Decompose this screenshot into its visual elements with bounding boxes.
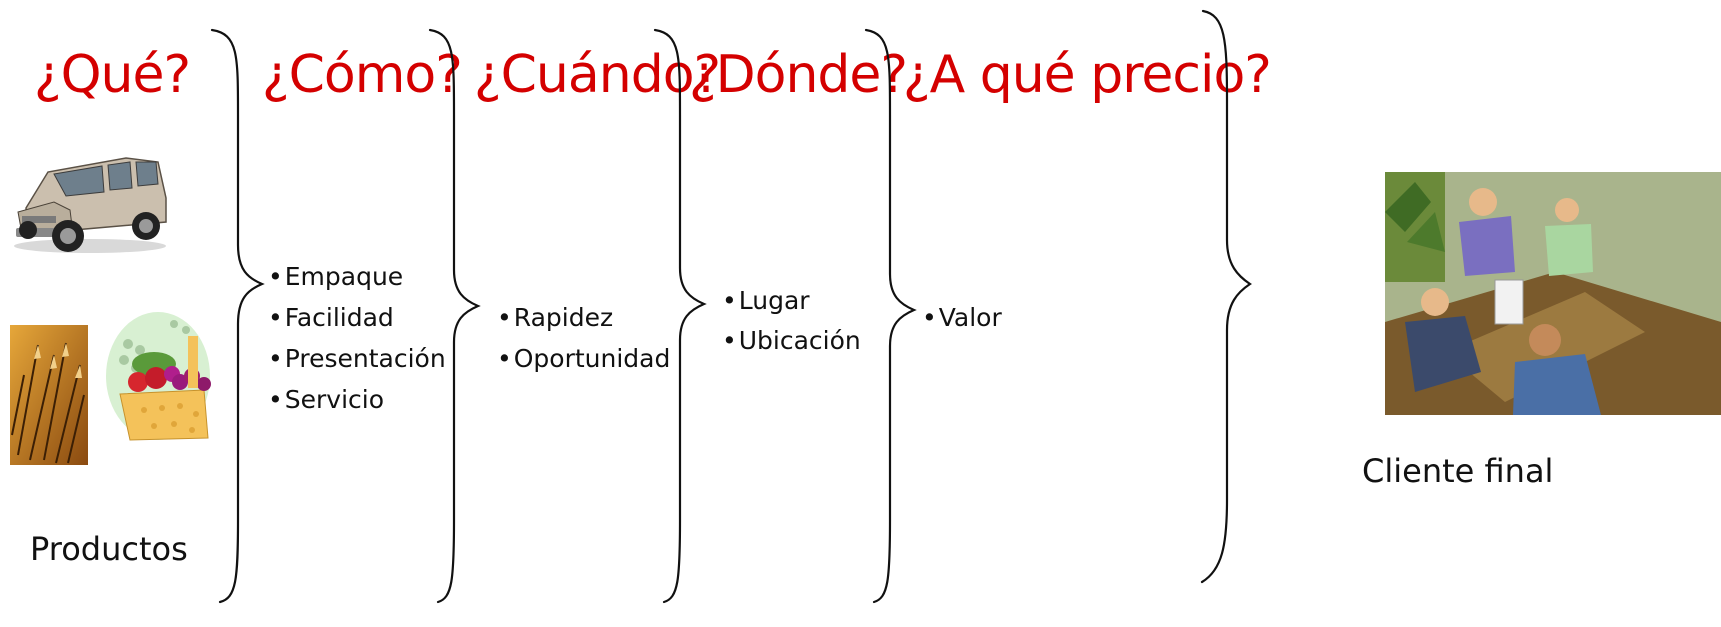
list-item: Lugar [722, 281, 861, 321]
heading-que: ¿Qué? [34, 45, 191, 105]
fruit-basket-image [106, 312, 211, 441]
pencils-image [10, 325, 88, 465]
suv-car-image [14, 157, 167, 253]
brace-5 [1200, 9, 1252, 584]
precio-list: Valor [922, 297, 1002, 338]
business-meeting-image [1385, 172, 1721, 415]
cuando-list: Rapidez Oportunidad [497, 297, 671, 379]
list-item: Ubicación [722, 321, 861, 361]
products-caption: Productos [30, 530, 188, 568]
heading-como: ¿Cómo? [262, 45, 463, 105]
list-item: Presentación [268, 338, 446, 379]
heading-precio: ¿A qué precio? [903, 45, 1272, 105]
brace-2 [428, 28, 481, 604]
list-item: Servicio [268, 379, 446, 420]
como-list: Empaque Facilidad Presentación Servicio [268, 256, 446, 420]
heading-donde: ¿Dónde? [689, 45, 908, 105]
list-item: Rapidez [497, 297, 670, 338]
list-item: Facilidad [268, 297, 446, 338]
brace-4 [864, 28, 917, 604]
client-caption: Cliente final [1362, 452, 1554, 490]
brace-3 [653, 28, 707, 604]
list-item: Oportunidad [497, 338, 671, 379]
donde-list: Lugar Ubicación [722, 281, 861, 361]
brace-1 [210, 28, 265, 604]
list-item: Valor [922, 297, 1002, 338]
list-item: Empaque [268, 256, 446, 297]
